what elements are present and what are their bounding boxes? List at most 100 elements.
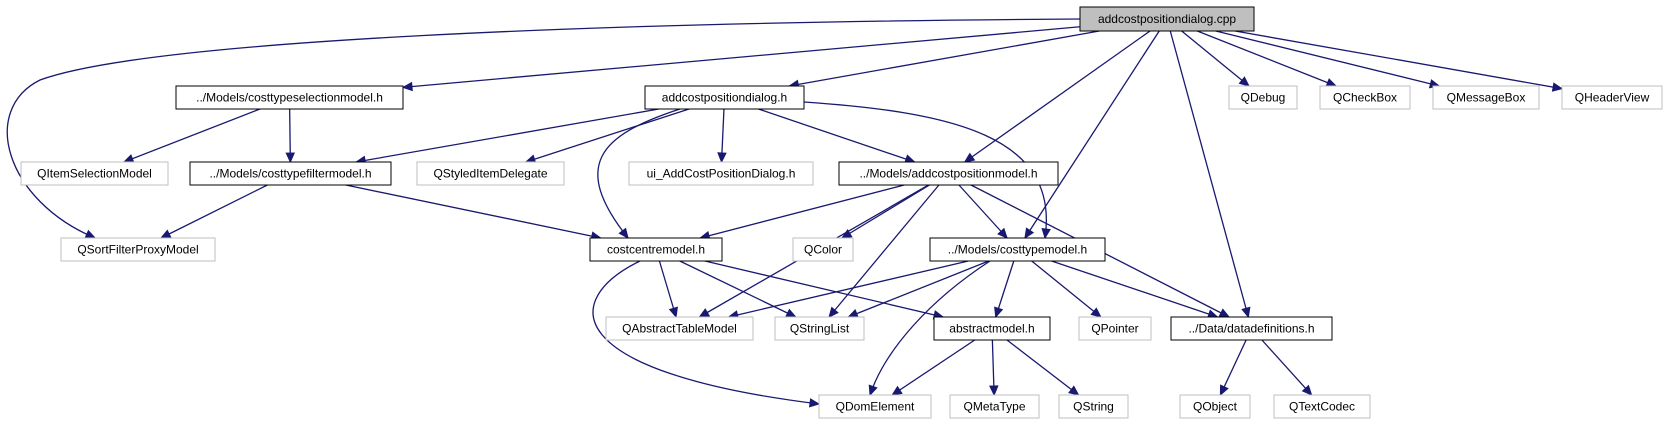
node-label-ctsel: ../Models/costtypeselectionmodel.h	[196, 91, 383, 105]
edge-root-to-qheaderview	[1234, 30, 1563, 90]
node-label-qmeta: QMetaType	[963, 400, 1025, 414]
edge-ctsel-to-qitemsel	[123, 108, 261, 163]
node-qstyled: QStyledItemDelegate	[416, 161, 565, 186]
node-box-datadef	[1170, 316, 1333, 341]
node-box-qpointer	[1078, 316, 1152, 341]
edge-absm-to-qdom	[891, 339, 976, 396]
edge-dlgh-to-uidlg-arrowhead	[717, 152, 727, 164]
node-box-qdebug	[1228, 85, 1298, 110]
node-ccm[interactable]: costcentremodel.h	[589, 237, 723, 262]
node-label-uidlg: ui_AddCostPositionDialog.h	[647, 167, 796, 181]
node-box-qcolor	[792, 237, 854, 262]
edge-root-to-ctsel-arrowhead	[401, 81, 413, 92]
node-qdebug: QDebug	[1228, 85, 1298, 110]
edge-root-to-ctm	[1024, 30, 1160, 239]
node-label-qobject: QObject	[1193, 400, 1238, 414]
edge-ccm-to-qstrlist	[679, 260, 796, 318]
edge-ctm-to-absm-arrowhead	[994, 306, 1004, 319]
edge-ctfilter-to-ccm	[345, 184, 601, 239]
node-box-qitemsel	[20, 161, 169, 186]
node-label-qstring: QString	[1073, 400, 1114, 414]
edge-root-to-ctm-arrowhead	[1024, 227, 1035, 240]
node-box-absm	[933, 316, 1051, 341]
node-label-qdom: QDomElement	[836, 400, 915, 414]
edge-datadef-to-qtextcodec-arrowhead	[1301, 384, 1313, 396]
node-qdom: QDomElement	[818, 394, 932, 419]
node-qstring: QString	[1058, 394, 1129, 419]
edge-ctsel-to-ctfilter-arrowhead	[285, 152, 295, 164]
edge-dlgh-to-ctfilter	[356, 108, 659, 163]
edge-datadef-to-qobject-arrowhead	[1219, 384, 1229, 397]
edge-dlgh-to-ccm	[597, 108, 681, 239]
node-label-qatm: QAbstractTableModel	[622, 322, 737, 336]
node-box-ctsel	[175, 85, 404, 110]
node-qtextcodec: QTextCodec	[1273, 394, 1371, 419]
edge-acpm-to-qcolor	[841, 184, 930, 239]
node-box-ctm	[929, 237, 1106, 262]
node-label-qitemsel: QItemSelectionModel	[37, 167, 152, 181]
edge-dlgh-to-acpm	[758, 108, 915, 163]
node-dlgh[interactable]: addcostpositiondialog.h	[644, 85, 805, 110]
node-label-datadef: ../Data/datadefinitions.h	[1188, 322, 1314, 336]
edge-ctm-to-qatm	[728, 260, 969, 318]
edge-root-to-datadef	[1169, 30, 1249, 318]
node-qsfpm: QSortFilterProxyModel	[60, 237, 216, 262]
edge-ctm-to-qdom-arrowhead	[868, 384, 878, 397]
edge-ccm-to-qdom	[592, 260, 820, 405]
node-qcheckbox: QCheckBox	[1319, 85, 1411, 110]
node-label-qpointer: QPointer	[1091, 322, 1138, 336]
edge-ccm-to-qatm	[658, 260, 677, 318]
edge-absm-to-qmeta-arrowhead	[989, 385, 999, 397]
node-root[interactable]: addcostpositiondialog.cpp	[1079, 6, 1255, 32]
edge-acpm-to-qatm-arrowhead	[698, 308, 711, 318]
edge-root-to-qsfpm	[6, 18, 1081, 239]
node-label-qstyled: QStyledItemDelegate	[433, 167, 547, 181]
node-absm[interactable]: abstractmodel.h	[933, 316, 1051, 341]
node-box-qheaderview	[1561, 85, 1663, 110]
node-qitemsel: QItemSelectionModel	[20, 161, 169, 186]
node-ctm[interactable]: ../Models/costtypemodel.h	[929, 237, 1106, 262]
node-box-uidlg	[628, 161, 814, 186]
edge-ctsel-to-qitemsel-arrowhead	[122, 154, 135, 163]
edge-ccm-to-qstrlist-arrowhead	[785, 308, 797, 318]
edge-absm-to-qdom-arrowhead	[891, 385, 903, 396]
node-datadef[interactable]: ../Data/datadefinitions.h	[1170, 316, 1333, 341]
node-box-qmeta	[949, 394, 1040, 419]
node-box-qatm	[605, 316, 754, 341]
node-qcolor: QColor	[792, 237, 854, 262]
edge-ccm-to-absm	[704, 260, 944, 318]
node-label-qtextcodec: QTextCodec	[1289, 400, 1355, 414]
node-ctfilter[interactable]: ../Models/costtypefiltermodel.h	[189, 161, 392, 186]
edge-ctm-to-datadef	[1051, 260, 1218, 318]
node-ctsel[interactable]: ../Models/costtypeselectionmodel.h	[175, 85, 404, 110]
edge-acpm-to-ccm	[700, 184, 905, 239]
node-acpm[interactable]: ../Models/addcostpositionmodel.h	[838, 161, 1059, 186]
node-label-qdebug: QDebug	[1241, 91, 1286, 105]
edge-ctm-to-qpointer	[1031, 260, 1102, 318]
edge-acpm-to-ctm-arrowhead	[997, 227, 1008, 239]
edge-root-to-qdebug-arrowhead	[1238, 76, 1250, 87]
node-label-root: addcostpositiondialog.cpp	[1098, 12, 1236, 26]
edge-root-to-dlgh	[789, 30, 1100, 87]
node-box-acpm	[838, 161, 1059, 186]
node-qmeta: QMetaType	[949, 394, 1040, 419]
edge-datadef-to-qobject	[1219, 339, 1247, 396]
nodes-layer: addcostpositiondialog.cpp ../Models/costt…	[20, 6, 1663, 419]
node-label-qheaderview: QHeaderView	[1575, 91, 1650, 105]
node-box-qstyled	[416, 161, 565, 186]
edge-ctfilter-to-qsfpm-arrowhead	[159, 229, 172, 239]
edge-dlgh-to-ctm	[803, 101, 1047, 239]
edge-ccm-to-qatm-arrowhead	[668, 306, 678, 319]
node-label-qcheckbox: QCheckBox	[1333, 91, 1397, 105]
edges-layer	[6, 18, 1564, 408]
node-qobject: QObject	[1179, 394, 1251, 419]
edge-root-to-qheaderview-arrowhead	[1551, 82, 1564, 92]
node-qmessagebox: QMessageBox	[1432, 85, 1540, 110]
edge-root-to-qmessagebox	[1215, 30, 1440, 87]
node-box-qdom	[818, 394, 932, 419]
node-box-ccm	[589, 237, 723, 262]
edge-ctm-to-qstrlist-arrowhead	[847, 309, 859, 318]
edge-absm-to-qstring-arrowhead	[1068, 385, 1080, 396]
node-box-root	[1079, 6, 1255, 32]
